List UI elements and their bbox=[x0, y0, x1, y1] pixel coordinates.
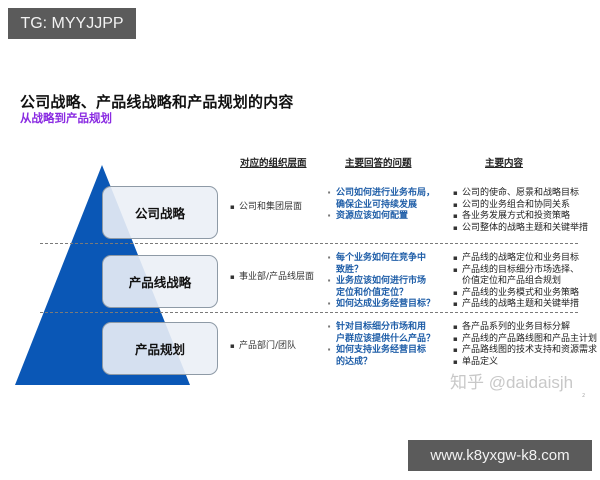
list-item: 如何达成业务经营目标？ bbox=[327, 298, 435, 311]
page-number: 2 bbox=[582, 393, 586, 399]
list-item: 各产品系列的业务目标分解 bbox=[453, 322, 597, 334]
page-title: 公司战略、产品线战略和产品规划的内容 bbox=[20, 93, 294, 111]
tier-divider-2 bbox=[40, 312, 578, 313]
org-level-cell: 事业部/产品线层面 bbox=[230, 272, 314, 284]
list-item: 公司如何进行业务布局，确保企业可持续发展 bbox=[327, 187, 435, 211]
list-item: 事业部/产品线层面 bbox=[230, 272, 314, 284]
list-item: 资源应该如何配置 bbox=[327, 210, 435, 223]
list-item: 产品线的战略主题和关键举措 bbox=[453, 299, 579, 311]
list-item: 单品定义 bbox=[453, 357, 597, 369]
tier-box-corporate-strategy: 公司战略 bbox=[102, 186, 218, 239]
zhihu-watermark: 知乎 @daidaisjh bbox=[450, 373, 574, 392]
tg-badge-text: TG: MYYJJPP bbox=[20, 14, 124, 32]
list-item: 产品路线图的技术支持和资源需求 bbox=[453, 345, 597, 357]
content-cell: 产品线的战略定位和业务目标 产品线的目标细分市场选择、价值定位和产品组合规划 产… bbox=[453, 253, 579, 311]
list-item: 产品线的业务模式和业务策略 bbox=[453, 288, 579, 300]
page-subtitle: 从战略到产品规划 bbox=[20, 111, 112, 125]
column-header-org-level: 对应的组织层面 bbox=[240, 158, 307, 169]
tier-box-product-line-strategy: 产品线战略 bbox=[102, 255, 218, 308]
list-item: 产品线的产品路线图和产品主计划 bbox=[453, 334, 597, 346]
org-level-cell: 产品部门/团队 bbox=[230, 341, 296, 353]
list-item: 公司的业务组合和协同关系 bbox=[453, 200, 588, 212]
list-item: 产品部门/团队 bbox=[230, 341, 296, 353]
list-item: 产品线的战略定位和业务目标 bbox=[453, 253, 579, 265]
content-cell: 公司的使命、愿景和战略目标 公司的业务组合和协同关系 各业务发展方式和投资策略 … bbox=[453, 188, 588, 234]
column-header-main-content: 主要内容 bbox=[485, 158, 524, 169]
tier-divider-1 bbox=[40, 243, 578, 244]
list-item: 各业务发展方式和投资策略 bbox=[453, 211, 588, 223]
list-item: 公司整体的战略主题和关键举措 bbox=[453, 223, 588, 235]
tier-box-product-planning: 产品规划 bbox=[102, 322, 218, 375]
url-badge: www.k8yxgw-k8.com bbox=[408, 440, 592, 471]
column-header-key-questions: 主要回答的问题 bbox=[345, 158, 412, 169]
tier-label: 产品规划 bbox=[134, 342, 185, 357]
org-level-cell: 公司和集团层面 bbox=[230, 202, 302, 214]
url-badge-text: www.k8yxgw-k8.com bbox=[430, 447, 570, 464]
tier-label: 产品线战略 bbox=[128, 275, 192, 290]
questions-cell: 公司如何进行业务布局，确保企业可持续发展 资源应该如何配置 bbox=[327, 187, 435, 223]
content-cell: 各产品系列的业务目标分解 产品线的产品路线图和产品主计划 产品路线图的技术支持和… bbox=[453, 322, 597, 368]
tier-label: 公司战略 bbox=[134, 206, 185, 221]
list-item: 公司和集团层面 bbox=[230, 202, 302, 214]
tg-badge: TG: MYYJJPP bbox=[8, 8, 136, 39]
list-item: 公司的使命、愿景和战略目标 bbox=[453, 188, 588, 200]
list-item: 产品线的目标细分市场选择、价值定位和产品组合规划 bbox=[453, 265, 579, 288]
